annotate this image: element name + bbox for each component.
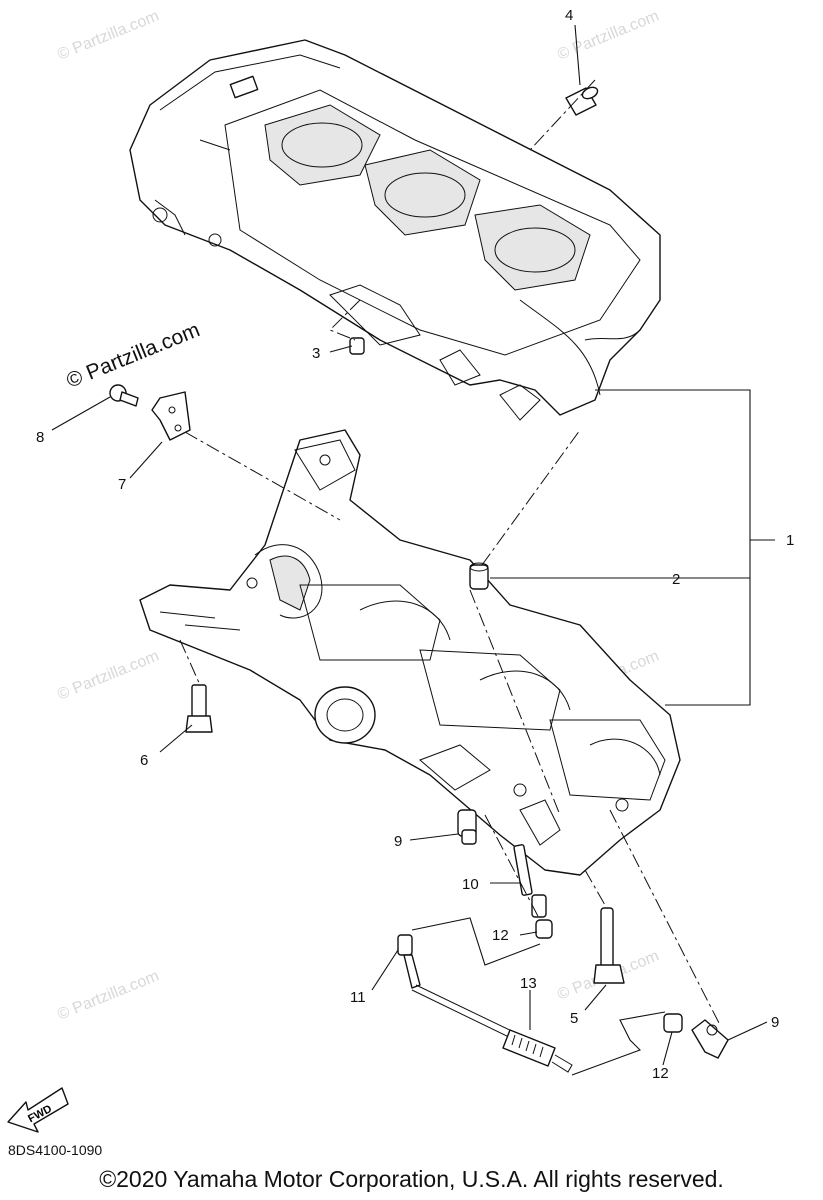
small-parts <box>109 86 729 1073</box>
callout-13: 13 <box>520 975 537 992</box>
nut-part-12-b <box>663 1013 683 1033</box>
callout-9-upper: 9 <box>394 833 402 850</box>
callout-12-lower: 12 <box>652 1065 669 1082</box>
callout-11: 11 <box>350 989 366 1006</box>
copyright-notice: ©2020 Yamaha Motor Corporation, U.S.A. A… <box>99 1166 724 1192</box>
callout-5: 5 <box>570 1010 578 1027</box>
dowel-part-3 <box>349 337 365 355</box>
callout-9-lower: 9 <box>771 1014 779 1031</box>
nut-part-12-a <box>535 919 553 939</box>
fitting-part-9-b <box>691 1019 729 1059</box>
lower-crankcase <box>139 429 681 876</box>
bolt-part-5 <box>593 907 625 984</box>
alignment-lines <box>179 79 721 1026</box>
watermark-text: © Partzilla.com <box>55 8 161 64</box>
leader-lines <box>51 24 775 1076</box>
callout-1: 1 <box>786 532 794 549</box>
hose-part-11 <box>397 934 521 1041</box>
callouts: 4 3 8 7 1 2 6 9 10 12 11 13 5 9 12 <box>36 7 794 1082</box>
plug-part-4 <box>565 86 599 116</box>
callout-12-upper: 12 <box>492 927 509 944</box>
dowel-part-2 <box>469 562 489 590</box>
bolt-part-8 <box>109 384 139 407</box>
callout-7: 7 <box>118 476 126 493</box>
fitting-part-9-a <box>457 809 477 845</box>
callout-8: 8 <box>36 429 44 446</box>
callout-2: 2 <box>672 571 680 588</box>
spring-part-13 <box>502 1029 573 1073</box>
callout-4: 4 <box>565 7 573 24</box>
bracket-part-7 <box>151 391 191 441</box>
callout-3: 3 <box>312 345 320 362</box>
upper-crankcase <box>129 39 661 421</box>
callout-10: 10 <box>462 876 479 893</box>
watermark-text: © Partzilla.com <box>55 968 161 1024</box>
fwd-arrow-icon: FWD <box>7 1087 69 1133</box>
diagram-code: 8DS4100-1090 <box>8 1142 103 1158</box>
fwd-label: FWD <box>26 1103 54 1125</box>
callout-6: 6 <box>140 752 148 769</box>
watermark-text: © Partzilla.com <box>55 648 161 704</box>
watermark-text-strong: © Partzilla.com <box>63 318 203 392</box>
bolt-part-6 <box>185 684 213 733</box>
